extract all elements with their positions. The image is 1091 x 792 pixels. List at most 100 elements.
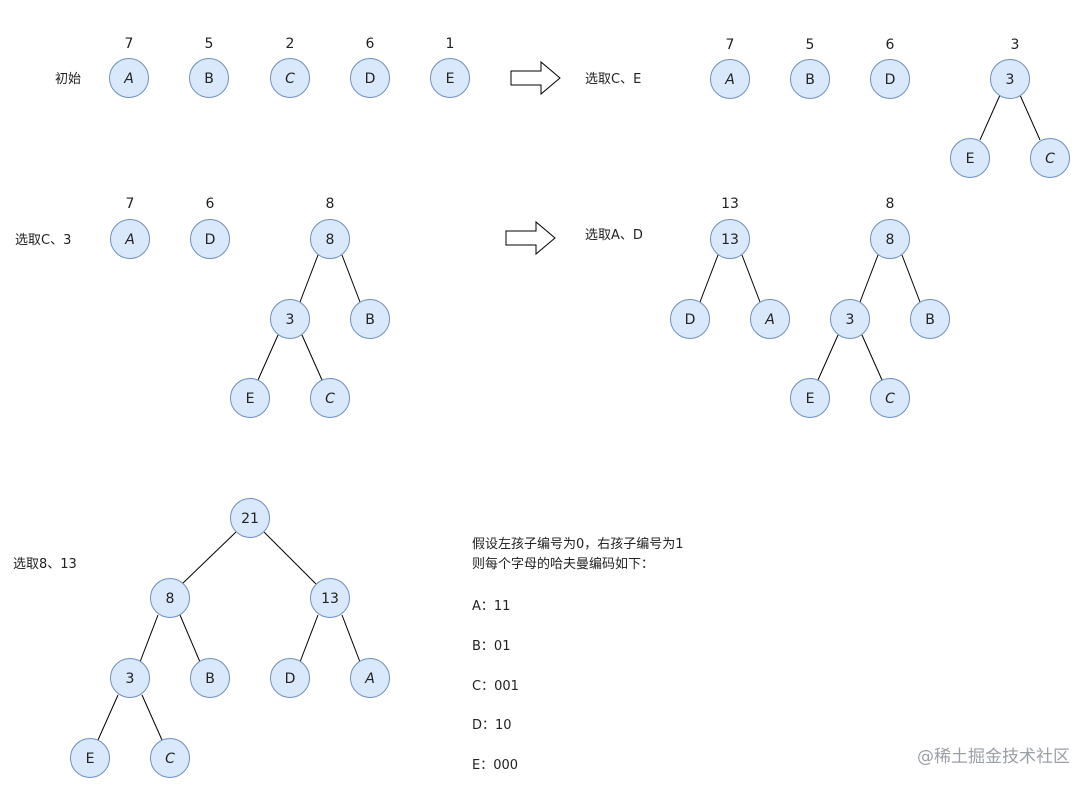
step-label-select-a-d: 选取A、D xyxy=(585,228,643,243)
node-label: E xyxy=(806,391,815,407)
tree-edge xyxy=(299,254,319,303)
node-label: C xyxy=(1045,151,1055,167)
node-label: C xyxy=(325,391,335,407)
node-label: D xyxy=(685,312,696,328)
tree-node: 13 xyxy=(710,219,750,259)
tree-edge xyxy=(341,614,361,663)
note-line-1: 假设左孩子编号为0，右孩子编号为1 xyxy=(472,537,684,552)
tree-node: E xyxy=(790,378,830,418)
weight-label: 6 xyxy=(206,196,215,212)
tree-node: 21 xyxy=(230,498,270,538)
tree-node: B xyxy=(350,299,390,339)
tree-edge xyxy=(257,334,279,381)
node-label: 3 xyxy=(286,312,295,328)
node-label: 3 xyxy=(1006,72,1015,88)
tree-node: C xyxy=(310,378,350,418)
code-entry-e: E：000 xyxy=(472,758,518,773)
tree-edge xyxy=(861,334,883,381)
tree-node: A xyxy=(109,58,149,98)
tree-edge xyxy=(141,694,163,741)
tree-node: 3 xyxy=(990,59,1030,99)
weight-label: 7 xyxy=(125,36,134,52)
watermark-text: @稀土掘金技术社区 xyxy=(917,747,1070,767)
weight-label: 13 xyxy=(721,196,739,212)
tree-edge xyxy=(1019,94,1041,141)
node-label: D xyxy=(205,232,216,248)
tree-node: D xyxy=(190,219,230,259)
tree-node: 8 xyxy=(870,219,910,259)
tree-edge xyxy=(263,531,317,585)
weight-label: 8 xyxy=(326,196,335,212)
weight-label: 2 xyxy=(286,36,295,52)
tree-node: 3 xyxy=(270,299,310,339)
tree-node: B xyxy=(790,59,830,99)
step-label-select-8-13: 选取8、13 xyxy=(13,557,77,572)
tree-node: A xyxy=(350,658,390,698)
node-label: 8 xyxy=(166,591,175,607)
tree-node: 3 xyxy=(110,658,150,698)
node-label: A xyxy=(123,71,134,87)
weight-label: 5 xyxy=(205,36,214,52)
tree-edge xyxy=(139,614,159,663)
tree-edge xyxy=(181,531,237,585)
tree-edge xyxy=(741,254,761,303)
tree-edge xyxy=(341,254,361,303)
tree-edge xyxy=(179,614,201,663)
tree-node: B xyxy=(910,299,950,339)
node-label: C xyxy=(165,751,175,767)
node-label: A xyxy=(124,232,135,248)
code-entry-c: C：001 xyxy=(472,679,519,694)
tree-node: E xyxy=(950,138,990,178)
weight-label: 8 xyxy=(886,196,895,212)
step-label-initial: 初始 xyxy=(55,72,81,87)
node-label: E xyxy=(246,391,255,407)
step-label-select-c-e: 选取C、E xyxy=(585,72,641,87)
tree-node: C xyxy=(870,378,910,418)
tree-node: 13 xyxy=(310,578,350,618)
node-label: C xyxy=(885,391,895,407)
tree-node: C xyxy=(150,738,190,778)
weight-label: 6 xyxy=(366,36,375,52)
tree-edge xyxy=(901,254,921,303)
node-label: A xyxy=(724,72,735,88)
node-label: D xyxy=(285,671,296,687)
weight-label: 1 xyxy=(446,36,455,52)
node-label: E xyxy=(966,151,975,167)
tree-node: E xyxy=(230,378,270,418)
tree-node: A xyxy=(710,59,750,99)
tree-node: A xyxy=(750,299,790,339)
note-line-2: 则每个字母的哈夫曼编码如下： xyxy=(472,556,654,572)
node-label: D xyxy=(365,71,376,87)
node-label: A xyxy=(764,312,775,328)
node-label: 13 xyxy=(321,591,339,607)
node-label: B xyxy=(805,72,815,88)
tree-edge xyxy=(979,94,1001,141)
tree-edge xyxy=(97,694,119,741)
weight-label: 3 xyxy=(1011,37,1020,53)
node-label: E xyxy=(446,71,455,87)
tree-node: E xyxy=(70,738,110,778)
code-entry-d: D：10 xyxy=(472,718,512,733)
tree-node: D xyxy=(270,658,310,698)
code-entry-b: B：01 xyxy=(472,639,510,654)
weight-label: 7 xyxy=(726,37,735,53)
node-label: B xyxy=(205,671,215,687)
node-label: 13 xyxy=(721,232,739,248)
tree-edge xyxy=(299,614,319,663)
node-label: B xyxy=(925,312,935,328)
tree-node: 8 xyxy=(310,219,350,259)
tree-edge xyxy=(859,254,879,303)
tree-node: 8 xyxy=(150,578,190,618)
right-arrow-icon xyxy=(510,60,561,96)
tree-node: A xyxy=(110,219,150,259)
tree-node: E xyxy=(430,58,470,98)
tree-node: C xyxy=(1030,138,1070,178)
node-label: 8 xyxy=(326,232,335,248)
tree-node: B xyxy=(189,58,229,98)
tree-node: D xyxy=(350,58,390,98)
tree-node: B xyxy=(190,658,230,698)
node-label: B xyxy=(204,71,214,87)
node-label: 3 xyxy=(126,671,135,687)
node-label: C xyxy=(285,71,295,87)
